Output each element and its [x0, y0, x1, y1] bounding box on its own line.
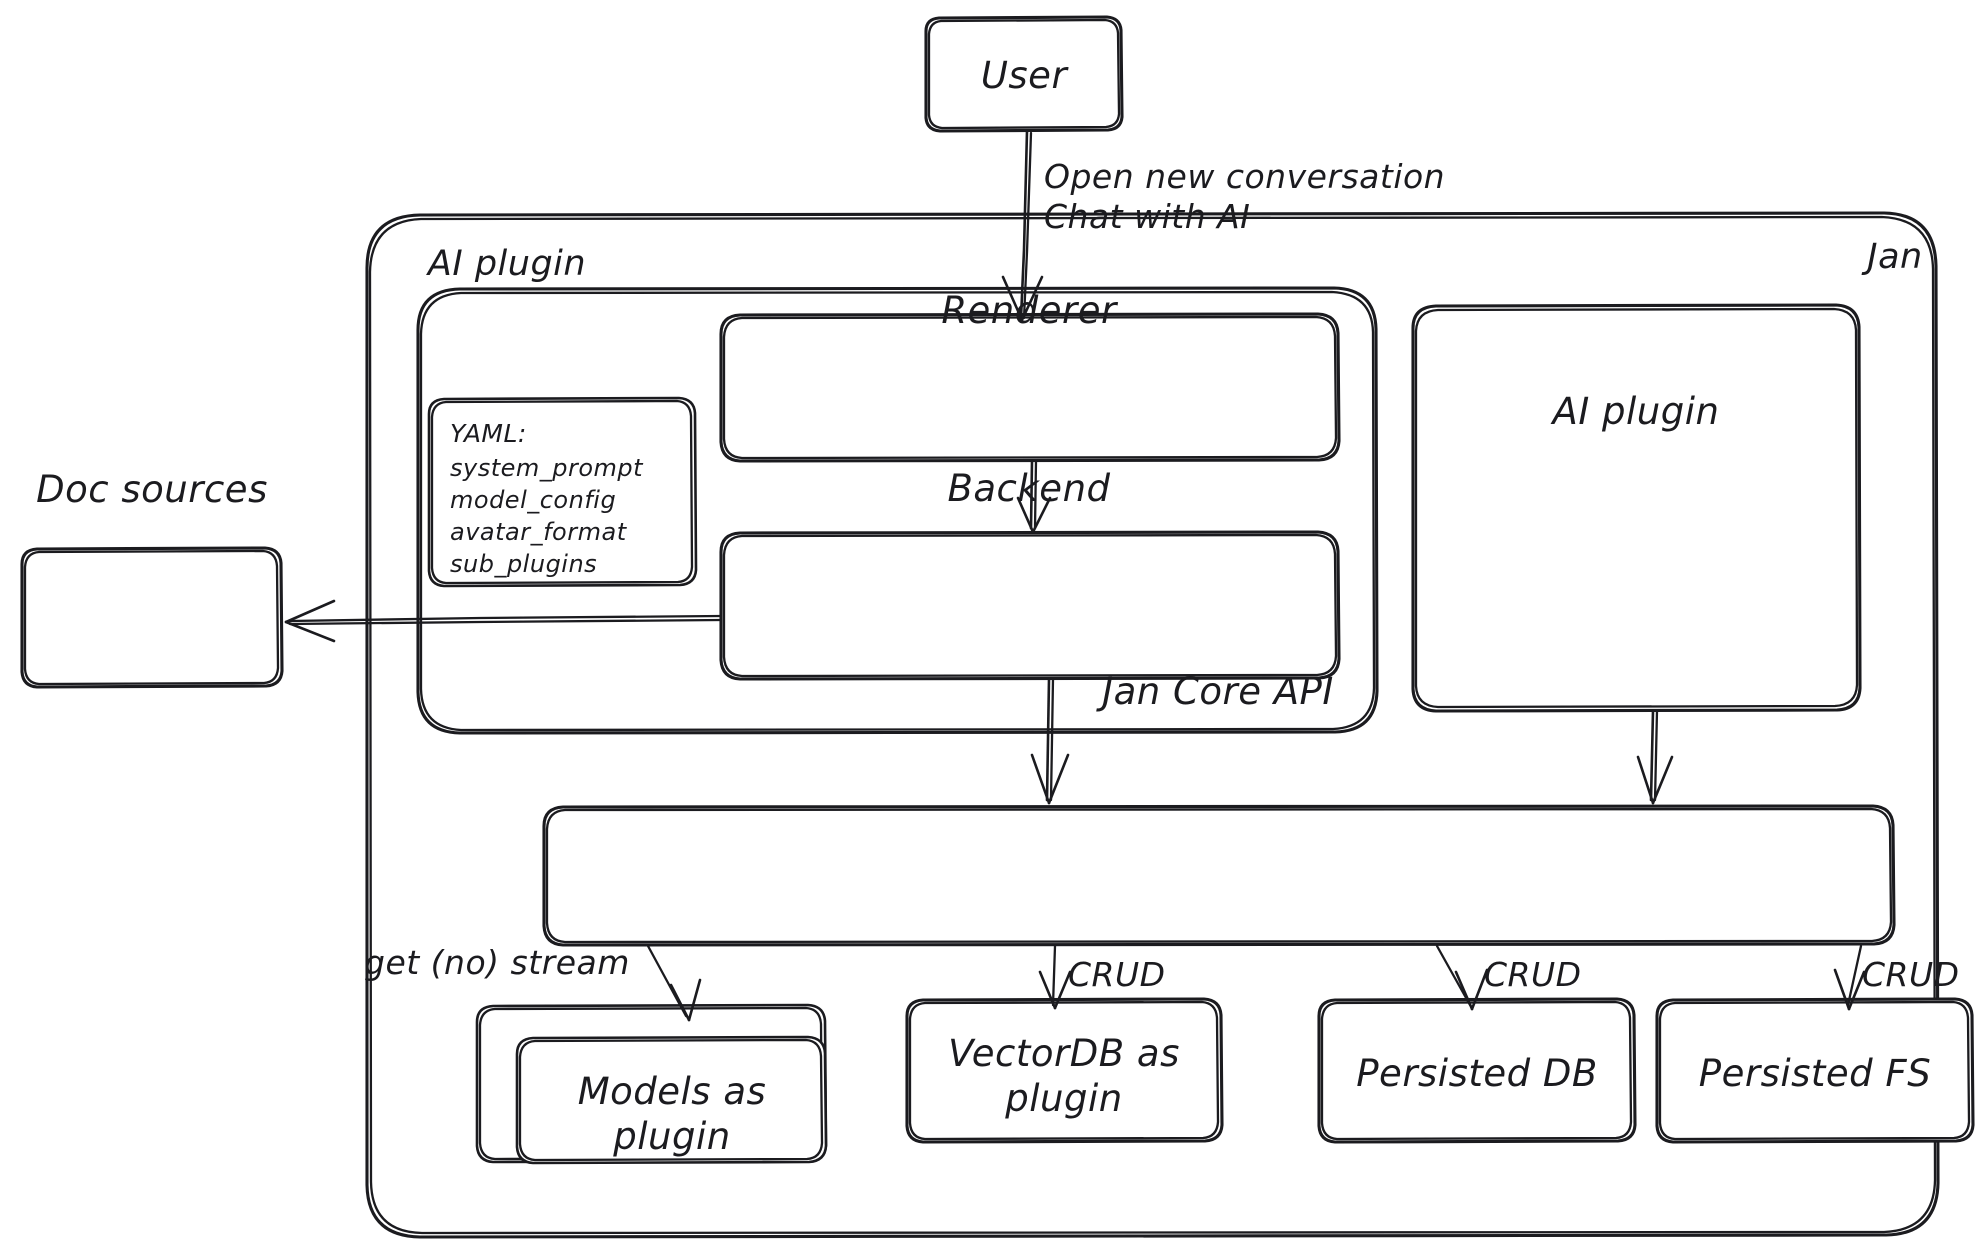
- edge-backend-to-core-api: [1030, 677, 1070, 805]
- yaml-note-key-avatar-format: avatar_format: [450, 518, 627, 546]
- node-label-ai-plugin[interactable]: AI plugin: [1552, 390, 1720, 433]
- edge-core-api-to-persisted-fs: [1833, 944, 1866, 1011]
- yaml-note-key-model-config: model_config: [450, 486, 617, 514]
- edge-backend-to-doc-sources: [284, 599, 723, 643]
- node-label-persisted-fs[interactable]: Persisted FS: [1698, 1052, 1932, 1095]
- edge-label-user-to-renderer: Open new conversation Chat with AI: [1044, 157, 1446, 237]
- edge-label-crud-vectordb: CRUD: [1068, 955, 1166, 994]
- node-jan-core-api-shape: [542, 804, 1896, 947]
- node-label-jan-core-api[interactable]: Jan Core API: [1102, 670, 1334, 713]
- edge-core-api-to-models: [646, 944, 702, 1022]
- node-label-user[interactable]: User: [980, 54, 1068, 97]
- group-label-ai-plugin: AI plugin: [427, 244, 587, 284]
- node-label-models-plugin[interactable]: Models as plugin: [577, 1070, 767, 1159]
- node-label-persisted-db[interactable]: Persisted DB: [1356, 1052, 1598, 1095]
- node-label-renderer[interactable]: Renderer: [941, 289, 1117, 332]
- edge-ai-plugin-to-core-api: [1636, 709, 1674, 805]
- node-label-backend[interactable]: Backend: [947, 467, 1111, 510]
- node-doc-sources-shape: [20, 546, 284, 689]
- node-ai-plugin-shape: [1411, 303, 1862, 713]
- group-label-jan: Jan: [1867, 237, 1923, 277]
- edge-core-api-to-vectordb: [1038, 944, 1072, 1010]
- node-backend-shape: [719, 530, 1341, 681]
- yaml-note-key-sub-plugins: sub_plugins: [450, 550, 598, 578]
- edge-label-crud-persisted-db: CRUD: [1484, 955, 1582, 994]
- yaml-note-header: YAML:: [450, 419, 527, 448]
- edge-label-get-no-stream: get (no) stream: [364, 943, 630, 982]
- edge-core-api-to-persisted-db: [1435, 944, 1489, 1011]
- edge-label-crud-persisted-fs: CRUD: [1862, 955, 1960, 994]
- node-label-vectordb-plugin[interactable]: VectorDB as plugin: [948, 1032, 1180, 1121]
- yaml-note-key-system-prompt: system_prompt: [450, 454, 644, 482]
- node-renderer-shape: [719, 312, 1341, 463]
- node-label-doc-sources[interactable]: Doc sources: [36, 468, 268, 511]
